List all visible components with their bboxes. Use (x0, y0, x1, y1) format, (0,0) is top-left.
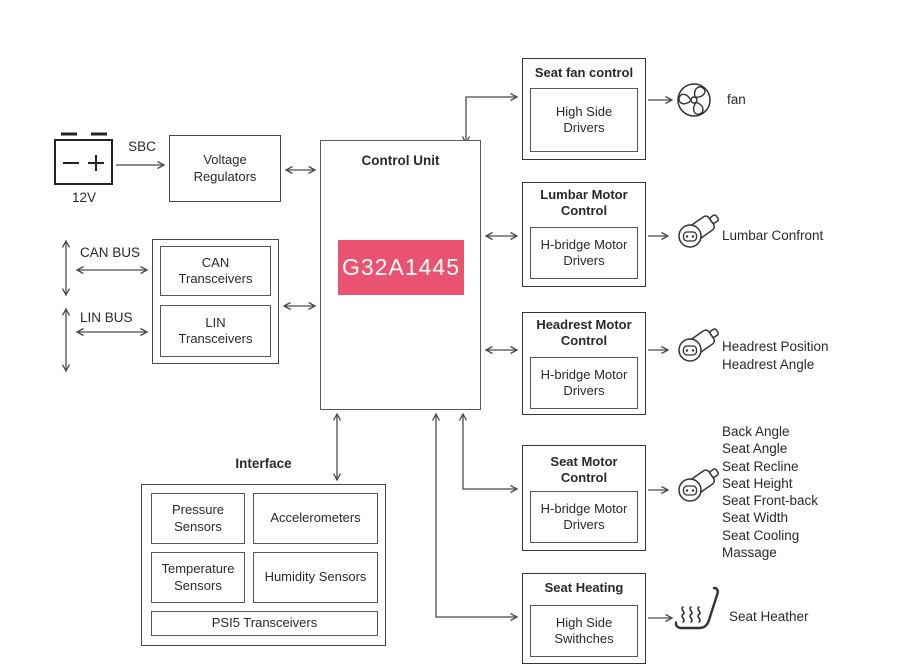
lin-bus-label: LIN BUS (80, 310, 133, 325)
seat-heating-driver-box: High Side Swithches (530, 605, 638, 657)
headrest-target-list: Headrest Position Headrest Angle (722, 338, 829, 374)
headrest-target-label: Headrest Position (722, 339, 829, 354)
seat-fan-driver-box: High Side Drivers (530, 88, 638, 152)
seat-motor-target-label: Seat Cooling (722, 527, 800, 543)
motor-icon (678, 328, 720, 362)
lumbar-target-label: Lumbar Confront (722, 228, 824, 243)
fan-icon (677, 83, 711, 117)
voltage-regulators-box: Voltage Regulators (169, 135, 281, 202)
temperature-sensors-box: Temperature Sensors (151, 552, 245, 603)
seat-motor-control-title: Seat Motor Control (550, 454, 618, 486)
seat-motor-driver-box: H-bridge Motor Drivers (530, 491, 638, 543)
battery-voltage-label: 12V (71, 190, 97, 205)
seat-fan-control-title: Seat fan control (534, 65, 634, 80)
control-unit-title: Control Unit (361, 153, 440, 168)
motor-icon (678, 214, 720, 248)
seat-motor-target-label: Massage (722, 545, 777, 561)
battery-icon (54, 132, 113, 185)
accelerometers-box: Accelerometers (253, 493, 378, 544)
can-bus-label: CAN BUS (80, 245, 141, 260)
seat-motor-target-label: Back Angle (722, 424, 790, 439)
seat-heating-title: Seat Heating (544, 580, 624, 595)
seat-motor-target-label: Seat Angle (722, 441, 788, 457)
psi5-transceivers-box: PSI5 Transceivers (151, 611, 378, 636)
interface-title: Interface (235, 456, 292, 471)
lumbar-motor-control-title: Lumbar Motor Control (540, 187, 628, 219)
seat-heater-icon (674, 586, 719, 630)
humidity-sensors-box: Humidity Sensors (253, 552, 378, 603)
chip-badge: G32A1445 (338, 240, 464, 295)
headrest-motor-control-title: Headrest Motor Control (536, 317, 632, 349)
seat-motor-target-label: Seat Recline (722, 458, 799, 474)
arrow-control-unit-seat-motor (458, 412, 519, 494)
seat-motor-target-label: Seat Front-back (722, 493, 819, 509)
motor-icon (678, 468, 720, 502)
can-transceivers-box: CAN Transceivers (160, 246, 271, 296)
arrow-control-unit-seat-fan (461, 92, 519, 145)
lumbar-driver-box: H-bridge Motor Drivers (530, 227, 638, 279)
pressure-sensors-box: Pressure Sensors (151, 493, 245, 544)
seat-heating-target-label: Seat Heather (729, 609, 809, 624)
fan-target-label: fan (727, 92, 746, 107)
seat-motor-target-list: Back Angle Seat Angle Seat Recline Seat … (722, 423, 818, 561)
sbc-label: SBC (128, 139, 156, 154)
seat-motor-target-label: Seat Height (722, 475, 793, 491)
headrest-target-label: Headrest Angle (722, 357, 815, 372)
lin-transceivers-box: LIN Transceivers (160, 305, 271, 357)
seat-motor-target-label: Seat Width (722, 510, 789, 526)
headrest-driver-box: H-bridge Motor Drivers (530, 357, 638, 409)
arrow-control-unit-seat-heating (431, 412, 519, 622)
